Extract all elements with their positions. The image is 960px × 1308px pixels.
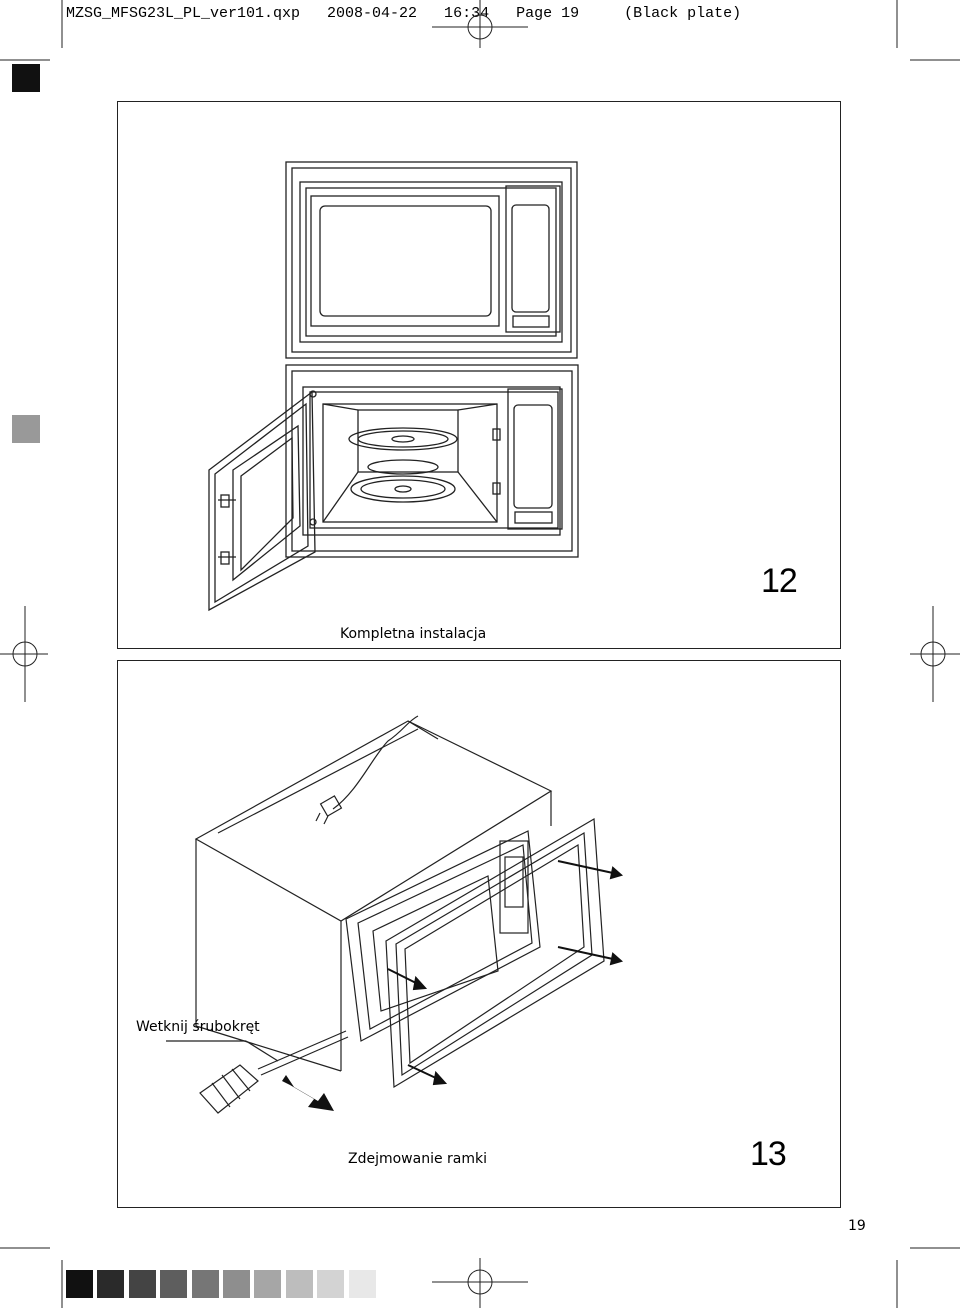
color-swatch xyxy=(97,1270,125,1298)
figure-number: 12 xyxy=(761,562,798,600)
figure-number: 13 xyxy=(750,1135,787,1173)
figure-12-panel: 12 Kompletna instalacja xyxy=(117,101,841,649)
figure-caption: Zdejmowanie ramki xyxy=(348,1151,488,1167)
grey-registration-square xyxy=(12,415,40,443)
color-swatch xyxy=(348,1270,376,1298)
color-swatch xyxy=(191,1270,219,1298)
color-swatch xyxy=(128,1270,156,1298)
color-swatch xyxy=(317,1270,345,1298)
figure-13-panel: Wetknij śrubokręt Zdejmowanie ramki 13 xyxy=(117,660,841,1208)
screwdriver-callout: Wetknij śrubokręt xyxy=(136,1019,260,1035)
push-arrow-icon xyxy=(282,1075,334,1111)
color-swatch xyxy=(160,1270,188,1298)
black-registration-square xyxy=(12,64,40,92)
color-swatch xyxy=(254,1270,282,1298)
figure-caption: Kompletna instalacja xyxy=(340,626,487,642)
color-swatch xyxy=(223,1270,250,1298)
color-swatch xyxy=(66,1270,93,1298)
color-swatch xyxy=(285,1270,313,1298)
page-number: 19 xyxy=(848,1218,866,1234)
frame-removal-illustration xyxy=(166,715,624,1114)
slug-line: MZSG_MFSG23L_PL_ver101.qxp 2008-04-22 16… xyxy=(66,5,742,22)
microwave-installed-illustration xyxy=(208,161,579,612)
